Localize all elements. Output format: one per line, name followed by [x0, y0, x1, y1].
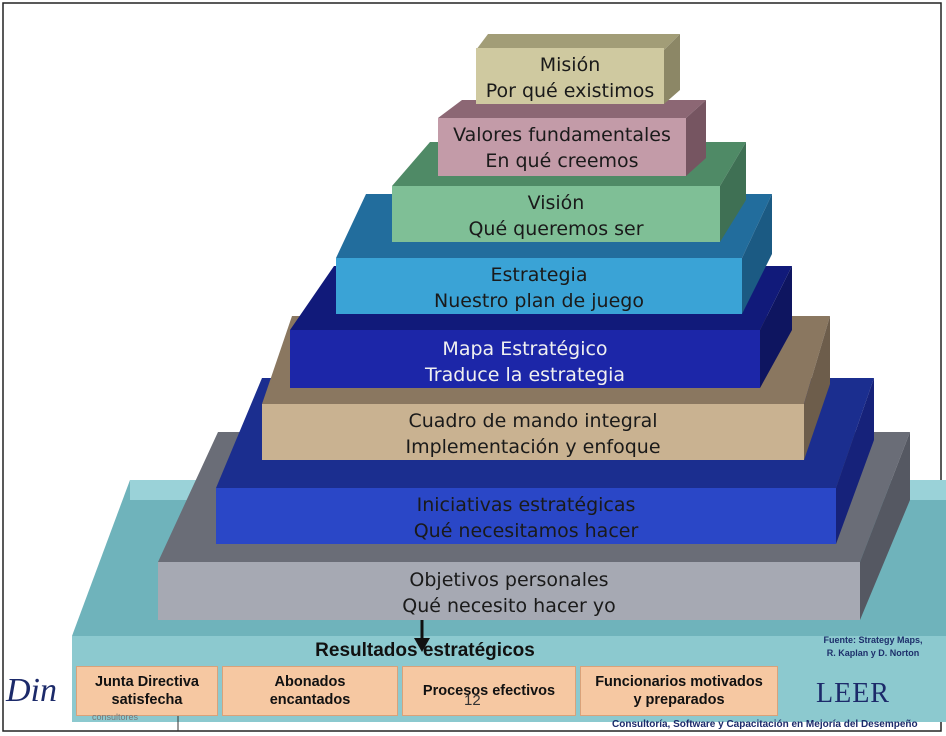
- tier-mision-subtitle: Por qué existimos: [485, 80, 655, 102]
- tier-iniciativas-title: Iniciativas estratégicas: [416, 494, 636, 516]
- tier-iniciativas-subtitle: Qué necesitamos hacer: [413, 520, 639, 542]
- logo-left-subtitle: consultores: [92, 712, 139, 722]
- tier-valores-title: Valores fundamentales: [453, 124, 671, 146]
- logo-right: LEER: [816, 678, 890, 709]
- result-box-junta: Junta Directiva satisfecha: [76, 666, 218, 716]
- result-abonados-line1: Abonados: [274, 674, 346, 690]
- tier-cuadro-subtitle: Implementación y enfoque: [405, 436, 661, 458]
- source-line1: Fuente: Strategy Maps,: [823, 635, 923, 645]
- tier-vision-title: Visión: [527, 192, 585, 214]
- result-junta-line1: Junta Directiva: [95, 674, 199, 690]
- down-arrow-icon: [414, 620, 430, 652]
- tier-mision-label: Misión Por qué existimos: [476, 52, 664, 104]
- tier-iniciativas-label: Iniciativas estratégicas Qué necesitamos…: [216, 492, 836, 544]
- tier-estrategia-title: Estrategia: [490, 264, 588, 286]
- tier-cuadro-title: Cuadro de mando integral: [408, 410, 658, 432]
- tier-vision-subtitle: Qué queremos ser: [468, 218, 644, 240]
- tier-objetivos-label: Objetivos personales Qué necesito hacer …: [158, 567, 860, 619]
- result-box-abonados: Abonados encantados: [222, 666, 398, 716]
- results-title: Resultados estratégicos: [315, 640, 535, 661]
- tier-objetivos-subtitle: Qué necesito hacer yo: [402, 595, 616, 617]
- result-funcionarios-line1: Funcionarios motivados: [595, 674, 763, 690]
- result-procesos-line1: Procesos efectivos: [422, 683, 556, 699]
- tier-mision-title: Misión: [539, 54, 601, 76]
- tier-mision: [476, 34, 680, 104]
- tier-valores-label: Valores fundamentales En qué creemos: [438, 122, 686, 174]
- tier-valores-subtitle: En qué creemos: [485, 150, 639, 172]
- source-note: Fuente: Strategy Maps, R. Kaplan y D. No…: [808, 634, 938, 660]
- tier-mapa-subtitle: Traduce la estrategia: [424, 364, 626, 386]
- result-box-funcionarios: Funcionarios motivados y preparados: [580, 666, 778, 716]
- tier-estrategia-subtitle: Nuestro plan de juego: [434, 290, 644, 312]
- tier-mapa-title: Mapa Estratégico: [442, 338, 608, 360]
- tier-vision-label: Visión Qué queremos ser: [392, 190, 720, 242]
- result-abonados-line2: encantados: [269, 692, 351, 708]
- logo-left: Din: [6, 672, 57, 709]
- result-box-procesos: Procesos efectivos: [402, 666, 576, 716]
- result-junta-line2: satisfecha: [111, 692, 183, 708]
- tier-objetivos-title: Objetivos personales: [409, 569, 609, 591]
- footer-tagline: Consultoría, Software y Capacitación en …: [612, 719, 918, 730]
- result-funcionarios-line2: y preparados: [633, 692, 725, 708]
- tier-cuadro-label: Cuadro de mando integral Implementación …: [262, 408, 804, 460]
- tier-valores: [438, 100, 706, 176]
- page-number: 12: [464, 692, 481, 709]
- tier-estrategia-label: Estrategia Nuestro plan de juego: [336, 262, 742, 314]
- source-line2: R. Kaplan y D. Norton: [826, 648, 920, 658]
- tier-mapa-label: Mapa Estratégico Traduce la estrategia: [290, 336, 760, 388]
